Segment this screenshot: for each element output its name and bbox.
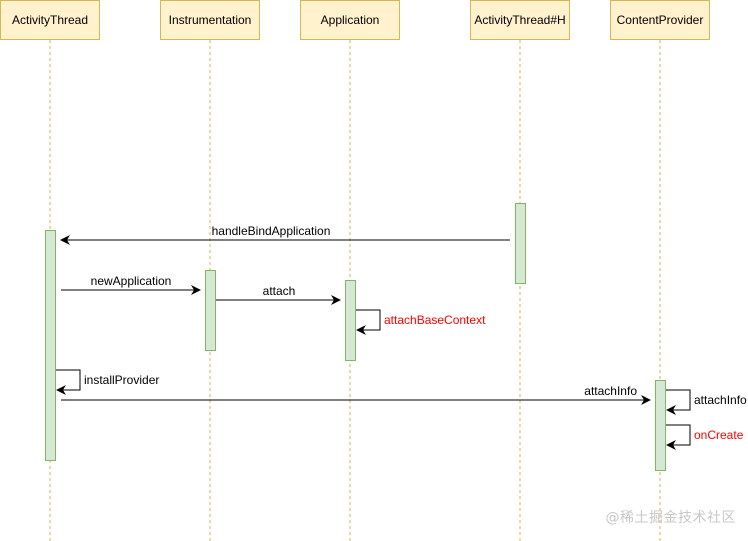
message-label: attach — [263, 284, 296, 298]
message-label: newApplication — [91, 274, 172, 288]
message-handlebindapplication: handleBindApplication — [60, 224, 510, 245]
participant-label: ContentProvider — [617, 13, 704, 27]
participant-activitythread: ActivityThread — [0, 0, 100, 40]
activation-activitythread — [45, 230, 56, 461]
self-message-arrow — [356, 309, 381, 335]
message-attachinfo-self: attachInfo — [666, 389, 747, 415]
self-message-arrow — [666, 424, 691, 450]
participant-instrumentation: Instrumentation — [160, 0, 260, 40]
message-oncreate: onCreate — [666, 424, 744, 450]
participant-box — [300, 0, 400, 40]
message-label: attachInfo — [584, 384, 637, 398]
message-installprovider: installProvider — [56, 369, 159, 395]
message-attachinfo: attachInfo — [61, 384, 651, 405]
message-attach: attach — [216, 284, 341, 305]
self-message-arrow — [56, 369, 81, 395]
participant-label: Application — [321, 13, 380, 27]
activation-application — [345, 280, 356, 361]
participant-activitythread-h: ActivityThread#H — [470, 0, 570, 40]
participant-application: Application — [300, 0, 400, 40]
message-label: attachInfo — [694, 393, 747, 407]
participant-label: ActivityThread — [12, 13, 88, 27]
message-label: installProvider — [84, 373, 159, 387]
participant-box — [160, 0, 260, 40]
activation-activitythread-h — [515, 203, 526, 284]
participant-box — [610, 0, 710, 40]
participant-label: Instrumentation — [169, 13, 252, 27]
activation-instrumentation — [205, 270, 216, 351]
participant-box — [0, 0, 100, 40]
message-newapplication: newApplication — [61, 274, 201, 295]
participant-label: ActivityThread#H — [474, 13, 565, 27]
message-attachbasecontext: attachBaseContext — [356, 309, 486, 335]
message-label: attachBaseContext — [384, 313, 486, 327]
message-label: onCreate — [694, 428, 744, 442]
activation-contentprovider — [655, 380, 666, 471]
self-message-arrow — [666, 389, 691, 415]
participant-box — [470, 0, 570, 40]
watermark: @稀土掘金技术社区 — [605, 510, 736, 526]
message-label: handleBindApplication — [212, 224, 331, 238]
participant-contentprovider: ContentProvider — [610, 0, 710, 40]
